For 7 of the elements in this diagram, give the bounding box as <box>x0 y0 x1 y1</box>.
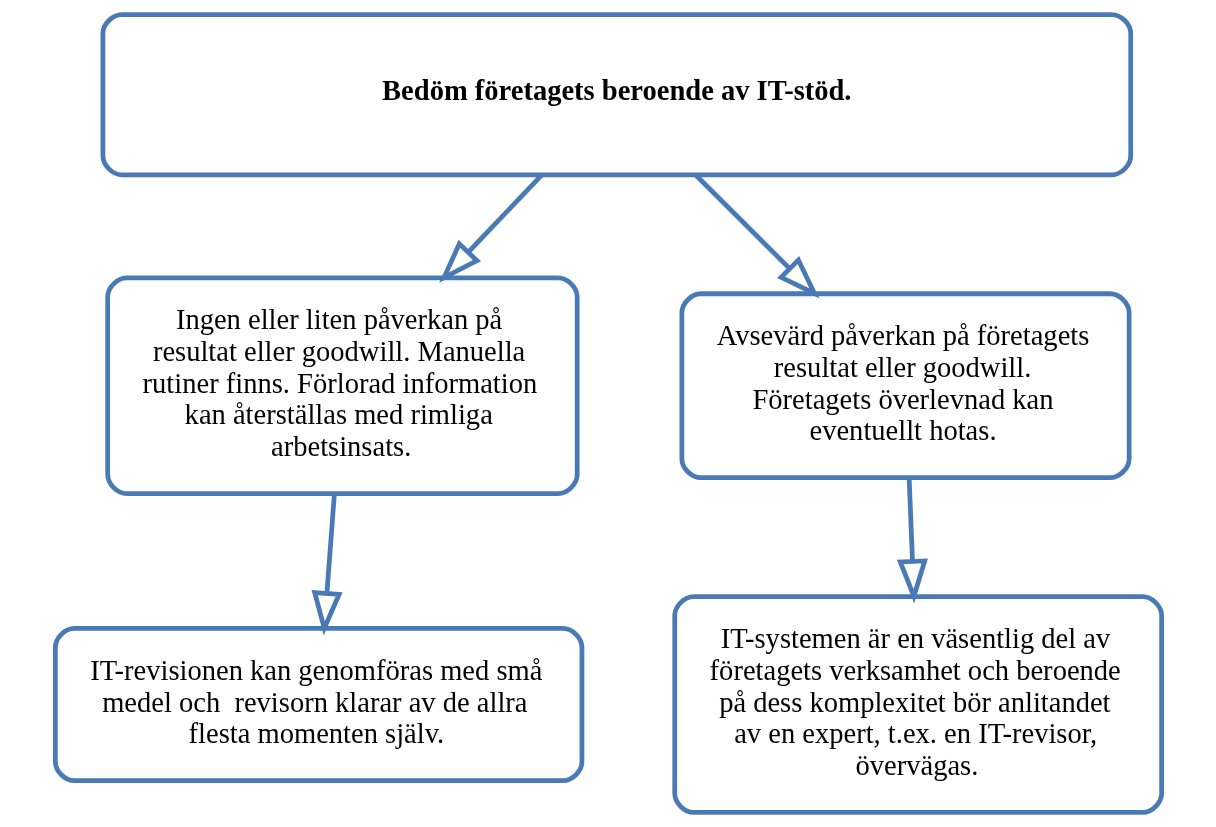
node-box: IT-revisionen kan genomföras med små medel och revisorn klarar av de allra flesta momenten själv. <box>52 626 584 784</box>
node-box: Avsevärd påverkan på företagets resultat eller goodwill. Företagets överlevnad kan eventuellt hotas. <box>679 291 1132 481</box>
node-box: IT-systemen är en väsentlig del av företagets verksamhet och beroende på dess komplexitet bör anlitandet av en expert, t.ex. en IT-revisor, övervägas. <box>671 594 1164 815</box>
node-box: Bedöm företagets beroende av IT-stöd. <box>100 12 1133 178</box>
node-box: Ingen eller liten påverkan på resultat eller goodwill. Manuella rutiner finns. Förlorad information kan återställas med rimliga arbetsinsats. <box>104 275 580 496</box>
arrow <box>896 477 928 604</box>
arrow <box>311 493 343 636</box>
